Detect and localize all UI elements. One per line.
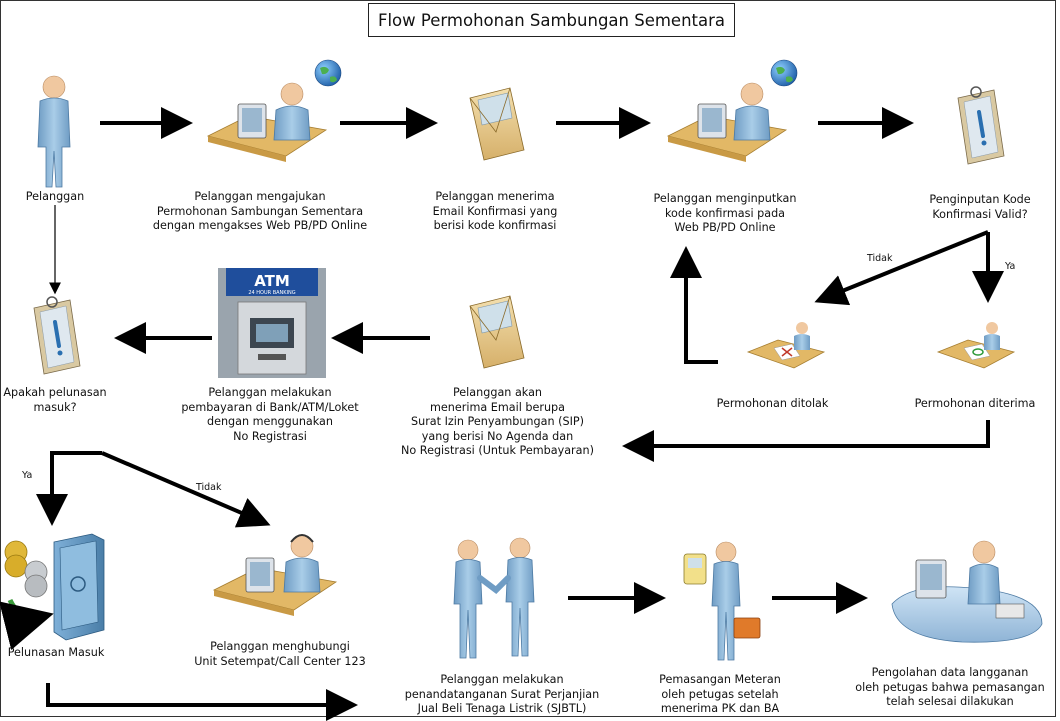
diagram-title: Flow Permohonan Sambungan Sementara [368,3,735,37]
technician-icon [683,541,761,661]
branch-label-tidak: Tidak [867,253,893,264]
caption-valid: Penginputan Kode Konfirmasi Valid? [929,193,1031,221]
caption-pelunasan-question: Apakah pelunasan masuk? [3,386,107,414]
atm-machine-image: ATM 24 HOUR BANKING [218,268,326,378]
clipboard-exclamation-icon [957,86,1005,165]
desk-computer-icon [206,82,328,162]
svg-text:ATM: ATM [254,272,290,290]
arrow-ditolak-to-input [670,246,718,364]
caption-diterima: Permohonan diterima [914,397,1036,410]
caption-menginputkan: Pelanggan menginputkan kode konfirmasi p… [653,192,797,234]
arrow-diterima-to-email-sip [622,420,990,462]
accepted-desk-icon [936,322,1016,369]
desk-computer-icon [666,82,788,162]
caption-pembayaran: Pelanggan melakukan pembayaran di Bank/A… [181,386,359,443]
envelope-icon [469,295,525,369]
caption-meteran: Pemasangan Meteran oleh petugas setelah … [659,673,781,715]
caption-pelanggan: Pelanggan [25,190,85,203]
safe-coins-icon [0,533,105,650]
caption-pengolahan: Pengolahan data langganan oleh petugas b… [855,666,1045,708]
call-center-desk-icon [212,534,338,616]
caption-mengajukan: Pelanggan mengajukan Permohonan Sambunga… [152,190,368,232]
caption-sjbtl: Pelanggan melakukan penandatanganan Sura… [404,673,600,715]
arrow-masuk-to-sjbtl [46,683,358,721]
svg-text:24 HOUR BANKING: 24 HOUR BANKING [248,290,295,296]
caption-email-sip: Pelanggan akan menerima Email berupa Sur… [401,386,594,457]
branch-label-ya: Ya [1005,261,1016,272]
arrow-pelunasan-q-to-masuk [36,451,102,526]
branch-label-ya: Ya [22,470,33,481]
branch-label-tidak: Tidak [196,482,222,493]
rejected-desk-icon [746,322,826,369]
caption-menerima-email: Pelanggan menerima Email Konfirmasi yang… [432,190,558,232]
handshake-people-icon [453,537,535,659]
caption-pelunasan-masuk: Pelunasan Masuk [7,646,105,659]
globe-icon [770,59,798,87]
caption-ditolak: Permohonan ditolak [716,397,829,410]
arrows [36,107,1004,721]
envelope-icon [469,87,525,161]
globe-icon [314,59,342,87]
arrow-pelunasan-q-to-menghubungi [101,451,271,528]
caption-menghubungi: Pelanggan menghubungi Unit Setempat/Call… [194,640,366,668]
clipboard-exclamation-icon [33,296,81,375]
person-icon [37,75,71,188]
arrow-valid-to-ditolak [814,230,989,306]
data-processing-console-icon [891,540,1043,643]
